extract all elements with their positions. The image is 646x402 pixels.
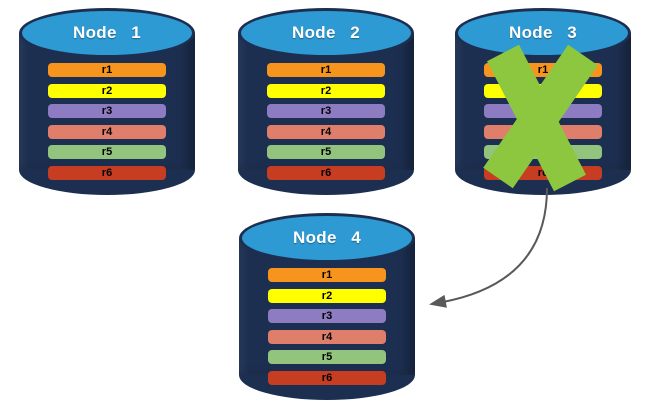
node-4-label: Node 4 [292,228,362,247]
record-bar-r1: r1 [268,268,386,282]
node-2-label: Node 2 [291,23,361,42]
db-node-4: Node 4 r1 r2 r3 r4 r5 r6 [239,213,415,400]
db-node-1: Node 1 r1 r2 r3 r4 r5 r6 [19,8,195,195]
cylinder-top: Node 4 [239,213,415,263]
record-bar-r5: r5 [48,145,166,159]
db-node-2: Node 2 r1 r2 r3 r4 r5 r6 [238,8,414,195]
node-3-label: Node 3 [508,23,578,42]
cylinder-top: Node 1 [19,8,195,58]
record-bar-r5: r5 [268,350,386,364]
record-bar-r4: r4 [48,124,166,139]
record-stack: r1 r2 r3 r4 r5 r6 [48,63,166,180]
record-bar-r5: r5 [267,145,385,159]
record-bar-r3: r3 [267,104,385,118]
record-bar-r2: r2 [48,83,166,98]
arrow-curve [442,187,548,303]
record-stack: r1 r2 r3 r4 r5 r6 [268,268,386,385]
record-bar-r6: r6 [48,165,166,180]
record-bar-r6: r6 [267,165,385,180]
failure-x-stroke [483,44,598,189]
record-bar-r6: r6 [268,370,386,385]
failure-x-icon [483,44,598,192]
record-bar-r1: r1 [48,63,166,77]
node-1-label: Node 1 [72,23,142,42]
record-bar-r4: r4 [267,124,385,139]
record-bar-r2: r2 [268,288,386,303]
record-stack: r1 r2 r3 r4 r5 r6 [267,63,385,180]
record-bar-r4: r4 [268,329,386,344]
arrow-head-icon [429,294,447,308]
record-bar-r3: r3 [268,309,386,323]
record-bar-r2: r2 [267,83,385,98]
cylinder-top: Node 3 [455,8,631,58]
record-bar-r1: r1 [267,63,385,77]
record-bar-r3: r3 [48,104,166,118]
cylinder-top: Node 2 [238,8,414,58]
replication-arrow [429,187,548,308]
